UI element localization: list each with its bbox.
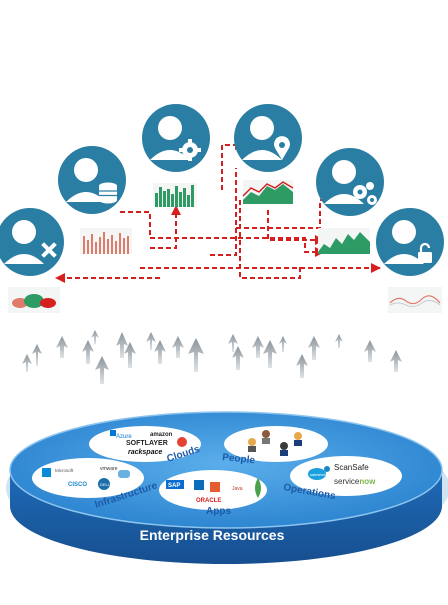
label-apps: Apps [206,506,231,517]
windows-icon [42,468,51,477]
persona-location [234,104,302,172]
persona-data [58,146,126,214]
upward-arrows [22,330,402,384]
logo-salesforce: salesforce [310,472,329,477]
svg-text:SAP: SAP [168,483,180,489]
chart-ops-bars [153,183,197,207]
logo-dell: DELL [100,482,111,487]
persona-admin [316,148,384,216]
logo-softlayer: SOFTLAYER [126,440,168,447]
chart-engineer-pie [8,287,60,313]
cloud-icon [118,470,130,478]
google-cloud-icon [177,437,187,447]
mongodb-icon [255,478,261,498]
person-avatar-icon [262,430,270,438]
segment-clouds: Azure amazon SOFTLAYER rackspace [89,426,201,462]
gears-icon [353,182,377,205]
office-icon [210,482,220,492]
chart-security-line [388,287,442,313]
person-avatar-icon [248,438,256,446]
wrench-screwdriver-icon [41,242,57,258]
persona-security [376,208,444,276]
logo-microsoft: Microsoft [55,468,74,473]
segment-operations: salesforce ScanSafe servicenow [290,456,402,496]
platform-title: Enterprise Resources [140,527,285,543]
logo-scansafe: ScanSafe [334,463,369,472]
logo-servicenow: servicenow [334,477,376,486]
person-avatar-icon [294,432,302,440]
logo-rackspace: rackspace [128,449,162,456]
logo-vmware: vmware [100,466,118,472]
chart-admin-area [318,228,370,254]
logo-amazon: amazon [150,432,173,438]
chart-engineer-bars [80,228,132,254]
chart-location-area [242,180,294,204]
lock-icon [418,242,432,263]
logo-cisco: CISCO [68,482,87,488]
logo-java: Java [232,486,243,492]
location-pin-icon [274,136,290,160]
segment-people [224,426,328,462]
sap-logo-icon [166,480,184,489]
person-avatar-icon [280,442,288,450]
scansafe-shield-icon [324,466,330,472]
salesforce-cloud-icon [308,468,326,480]
sharepoint-icon [194,480,204,490]
label-people: People [222,452,256,466]
azure-icon [110,430,116,436]
segment-apps: SAP Java ORACLE [159,470,267,510]
persona-engineer [0,208,64,276]
database-icon [99,182,117,204]
persona-ops [142,104,210,172]
segment-infrastructure: Microsoft CISCO vmware DELL [32,458,144,498]
dell-logo-icon [98,478,110,490]
gear-icon [179,139,201,161]
logo-oracle: ORACLE [196,498,221,504]
logo-azure: Azure [116,434,132,440]
